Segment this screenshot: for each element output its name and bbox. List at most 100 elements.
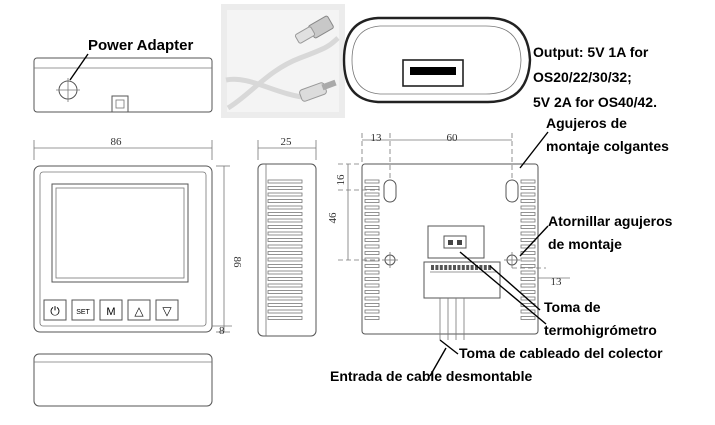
back-vent-slot [520,251,536,255]
front-view [33,140,232,333]
back-vent-slot [520,218,536,223]
terminal-pin [475,265,478,270]
screw-holes-line2: de montaje [548,236,622,252]
side-vent-slot [267,296,303,301]
back-vent-slot [364,257,380,262]
sensor-socket-label: Toma de termohigrómetro [544,296,657,342]
dim-back-top: 16 [335,174,347,186]
back-vent-slot [520,257,536,262]
side-vent-slot [267,238,303,242]
side-vent-slot [267,244,303,249]
back-vent-slot [364,225,380,229]
terminal-pin [461,265,465,270]
side-vent-slot [267,270,303,275]
terminal-pin [444,265,448,270]
bottom-view [33,353,213,407]
back-vent-slot [520,199,536,203]
collector-socket-label: Toma de cableado del colector [459,345,663,361]
top-view [33,57,213,113]
back-vent-slot [520,316,536,320]
back-vent-slot [364,212,380,216]
hanging-holes-label: Agujeros de montaje colgantes [546,112,669,158]
dim-side-depth: 25 [281,136,293,148]
sensor-socket-line1: Toma de [544,299,601,315]
back-vent-slot [520,231,536,236]
side-vent-slot [267,309,303,314]
output-spec-line3: 5V 2A for OS40/42. [533,94,657,110]
back-vent-slot [520,179,536,184]
power-adapter-label: Power Adapter [88,37,194,54]
side-vent-slot [267,303,303,307]
back-vent-slot [520,225,536,229]
back-vent-slot [364,192,380,197]
dim-front-height: 86 [231,257,243,269]
back-vent-slot [364,296,380,301]
back-vent-slot [364,290,380,294]
output-spec: Output: 5V 1A for OS20/22/30/32; 5V 2A f… [533,40,657,115]
cable-entry-label: Entrada de cable desmontable [330,368,533,384]
back-vent-slot [520,186,536,190]
up-arrow-icon: △ [134,304,144,318]
back-vent-slot [520,212,536,216]
hanging-holes-line1: Agujeros de [546,115,627,131]
side-vent-slot [267,179,303,184]
down-arrow-icon: ▽ [162,304,172,318]
back-vent-slot [364,309,380,314]
back-vent-slot [364,199,380,203]
side-view [257,140,317,337]
back-vent-slot [364,179,380,184]
dim-back-left: 13 [371,132,383,144]
terminal-pin [439,265,443,270]
terminal-pin [466,265,470,270]
sensor-socket-line2: termohigrómetro [544,322,657,338]
leader-lines [69,53,549,377]
dim-back-right: 13 [551,276,563,288]
side-vent-slot [267,231,303,236]
screw-holes-label: Atornillar agujeros de montaje [548,210,672,256]
back-vent-slot [364,283,380,288]
back-vent-slot [364,244,380,249]
terminal-pin [448,265,452,270]
side-vent-slot [267,218,303,223]
back-vent-slot [364,270,380,275]
screw-holes-line1: Atornillar agujeros [548,213,673,229]
side-vent-slot [267,192,303,197]
output-spec-line2: OS20/22/30/32; [533,69,632,85]
back-vent-slot [520,264,536,268]
back-vent-slot [520,192,536,197]
dim-front-width: 86 [111,136,123,148]
side-vent-slot [267,316,303,320]
terminal-pin [470,265,474,270]
output-spec-line1: Output: 5V 1A for [533,44,649,60]
set-button-label: SET [76,309,90,316]
side-vent-slot [267,212,303,216]
terminal-pin [453,265,456,270]
back-vent-slot [364,316,380,320]
back-vent-slot [364,264,380,268]
back-vent-slot [520,205,536,210]
back-vent-slot [364,238,380,242]
side-vent-slot [267,277,303,281]
back-vent-slot [520,290,536,294]
side-vent-slot [267,257,303,262]
side-vent-slot [267,251,303,255]
back-vent-slot [520,238,536,242]
dim-button-offset: 8 [219,325,225,337]
back-vent-slot [364,277,380,281]
back-vent-slot [364,303,380,307]
terminal-pin [483,265,487,270]
back-vents [364,179,536,320]
back-vent-slot [364,218,380,223]
back-vent-slot [364,205,380,210]
terminal-pin [431,265,434,270]
terminal-pin [488,265,492,270]
hanging-holes-line2: montaje colgantes [546,138,669,154]
back-vent-slot [520,277,536,281]
back-vent-slot [364,231,380,236]
side-vent-slot [267,199,303,203]
side-vent-slot [267,225,303,229]
back-vent-slot [520,270,536,275]
side-vent-slot [267,283,303,288]
terminal-pin [479,265,483,270]
